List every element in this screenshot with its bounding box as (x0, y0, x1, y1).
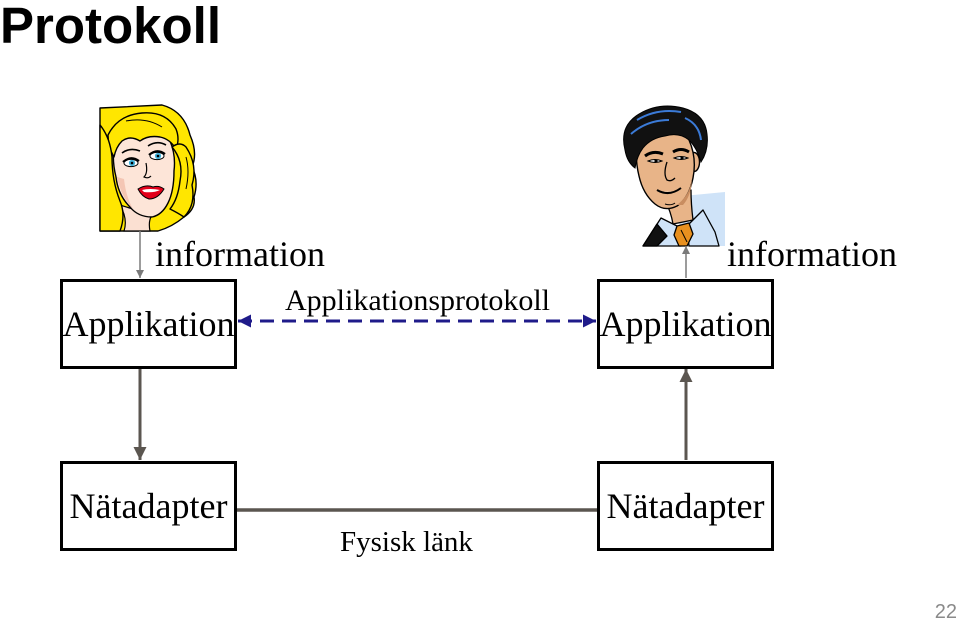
right-information-label: information (727, 234, 897, 274)
left-application-box: Applikation (60, 279, 237, 369)
left-network-adapter-box: Nätadapter (60, 461, 237, 551)
left-application-label: Applikation (62, 304, 235, 344)
left-network-adapter-label: Nätadapter (69, 486, 228, 526)
slide-title: Protokoll (0, 0, 222, 54)
right-application-label: Applikation (599, 304, 772, 344)
woman-hair-front (99, 112, 195, 232)
man-portrait-icon (623, 105, 725, 247)
application-protocol-label: Applikationsprotokoll (285, 284, 550, 317)
man-hair (623, 105, 708, 169)
right-network-adapter-box: Nätadapter (597, 461, 774, 551)
woman-nose-mouth (137, 162, 165, 200)
man-features (644, 148, 690, 206)
page-number: 22 (934, 601, 957, 621)
woman-portrait-icon (99, 104, 197, 232)
physical-link-label: Fysisk länk (340, 526, 473, 558)
right-network-adapter-label: Nätadapter (606, 486, 765, 526)
left-information-label: information (155, 234, 325, 274)
man-shirt (642, 189, 725, 247)
woman-eyes (121, 141, 167, 168)
woman-neck (118, 203, 153, 232)
right-application-box: Applikation (597, 279, 774, 369)
